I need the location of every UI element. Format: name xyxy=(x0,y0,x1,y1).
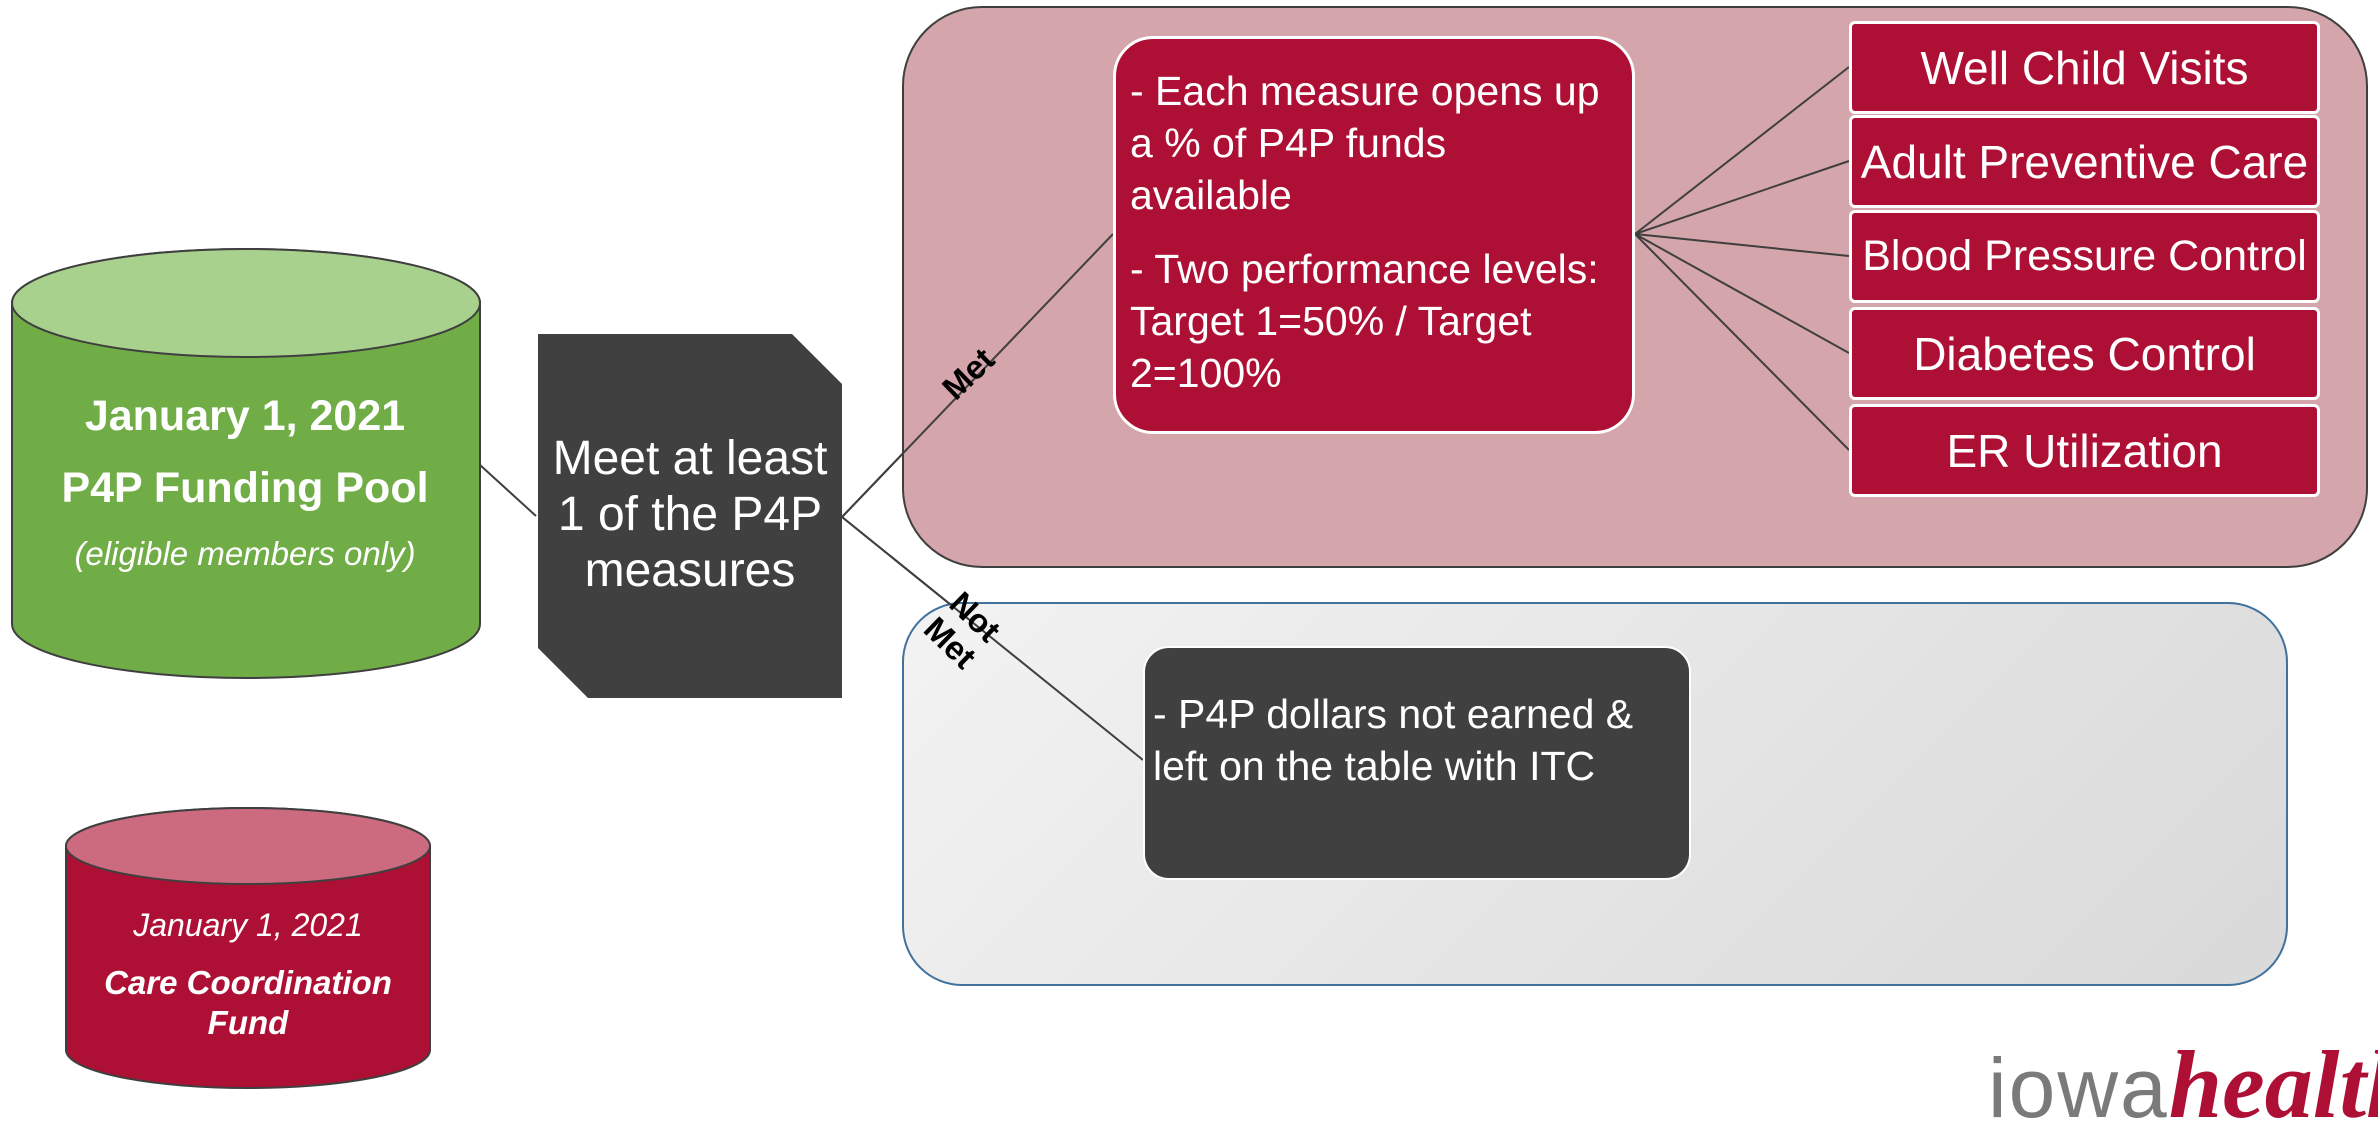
measure-er-utilization: ER Utilization xyxy=(1849,404,2320,497)
logo-text-health: health xyxy=(2168,1031,2378,1138)
diagram-connectors-top xyxy=(841,66,1850,761)
care-fund-cylinder xyxy=(65,807,431,1089)
p4p-diagram: - Each measure opens up a % of P4P funds… xyxy=(11,6,2378,1138)
funding-pool-label: January 1, 2021 P4P Funding Pool (eligib… xyxy=(12,390,478,574)
care-fund-label: January 1, 2021 Care Coordination Fund xyxy=(66,905,430,1043)
met-detail-2: - Two performance levels: Target 1=50% /… xyxy=(1130,246,1599,396)
funding-pool-title: P4P Funding Pool xyxy=(61,464,429,512)
decision-text: Meet at least 1 of the P4P measures xyxy=(552,432,828,597)
logo-text-iowa: iowa xyxy=(1988,1041,2169,1135)
measure-diabetes-control: Diabetes Control xyxy=(1849,307,2320,400)
funding-pool-date: January 1, 2021 xyxy=(84,392,406,440)
not-met-description-box: - P4P dollars not earned & left on the t… xyxy=(1143,646,1691,880)
measure-well-child-visits: Well Child Visits xyxy=(1849,21,2320,114)
funding-pool-cylinder xyxy=(11,248,481,679)
diagram-shapes xyxy=(11,66,1850,1089)
measure-adult-preventive-care: Adult Preventive Care xyxy=(1849,115,2320,208)
met-detail-1: - Each measure opens up a % of P4P funds… xyxy=(1130,68,1600,218)
care-fund-date: January 1, 2021 xyxy=(133,907,363,943)
not-met-detail-1: - P4P dollars not earned & left on the t… xyxy=(1153,691,1634,789)
measure-blood-pressure-control: Blood Pressure Control xyxy=(1849,210,2320,303)
iowa-health-logo: iowahealth xyxy=(1988,1030,2378,1143)
funding-pool-note: (eligible members only) xyxy=(74,535,416,572)
decision-shape xyxy=(538,334,842,698)
met-description-box: - Each measure opens up a % of P4P funds… xyxy=(1113,36,1635,434)
care-fund-title: Care Coordination Fund xyxy=(104,964,392,1041)
